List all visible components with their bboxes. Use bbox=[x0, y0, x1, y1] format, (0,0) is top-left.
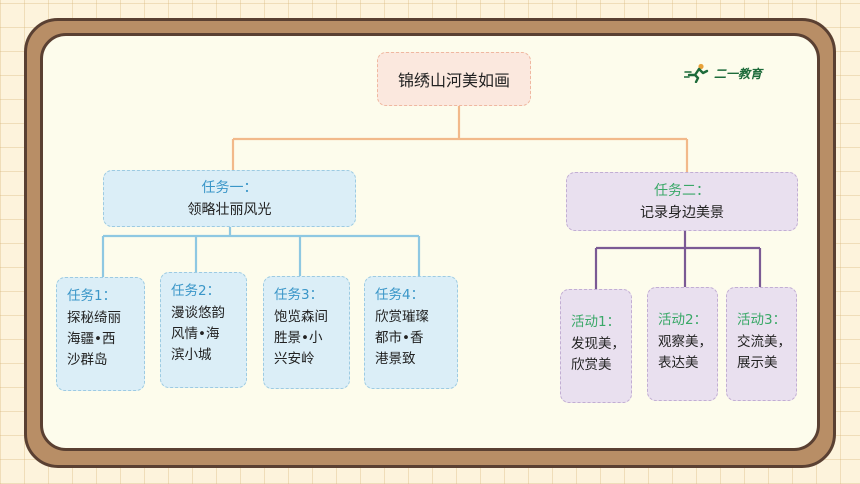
brand-name: 二一教育 bbox=[714, 66, 763, 81]
leaf-label: 活动3： bbox=[737, 312, 787, 328]
leaf-label: 任务3： bbox=[274, 287, 324, 303]
leaf-line: 沙群岛 bbox=[67, 352, 108, 368]
branch-node-task-two: 任务二： 记录身边美景 bbox=[566, 172, 798, 231]
branch-text: 领略壮丽风光 bbox=[187, 201, 272, 218]
connector-branch-a bbox=[101, 227, 421, 277]
leaf-line: 海疆•西 bbox=[67, 331, 116, 347]
leaf-line: 兴安岭 bbox=[274, 351, 315, 367]
connector-root bbox=[231, 106, 689, 172]
leaf-line: 港景致 bbox=[375, 351, 416, 367]
leaf-line: 表达美 bbox=[658, 355, 699, 371]
leaf-line: 探秘绮丽 bbox=[67, 310, 121, 326]
leaf-node-activity-2: 活动2： 观察美， 表达美 bbox=[647, 287, 718, 401]
leaf-line: 交流美， bbox=[737, 334, 791, 350]
branch-label: 任务一： bbox=[201, 179, 258, 196]
leaf-line: 展示美 bbox=[737, 355, 778, 371]
leaf-line: 发现美， bbox=[571, 336, 625, 352]
leaf-line: 欣赏璀璨 bbox=[375, 309, 429, 325]
root-title: 锦绣山河美如画 bbox=[397, 71, 510, 90]
leaf-node-activity-3: 活动3： 交流美， 展示美 bbox=[726, 287, 797, 401]
runner-icon bbox=[684, 63, 709, 83]
leaf-node-task-3: 任务3： 饱览森间 胜景•小 兴安岭 bbox=[263, 276, 350, 389]
leaf-label: 活动2： bbox=[658, 312, 708, 328]
leaf-node-activity-1: 活动1： 发现美， 欣赏美 bbox=[560, 289, 632, 403]
leaf-label: 任务1： bbox=[67, 288, 117, 304]
leaf-line: 滨小城 bbox=[171, 347, 212, 363]
leaf-label: 活动1： bbox=[571, 314, 621, 330]
leaf-node-task-4: 任务4： 欣赏璀璨 都市•香 港景致 bbox=[364, 276, 458, 389]
leaf-node-task-2: 任务2： 漫谈悠韵 风情•海 滨小城 bbox=[160, 272, 247, 388]
branch-node-task-one: 任务一： 领略壮丽风光 bbox=[103, 170, 356, 227]
connector-branch-b bbox=[594, 231, 762, 289]
leaf-line: 饱览森间 bbox=[274, 309, 328, 325]
leaf-line: 胜景•小 bbox=[274, 330, 323, 346]
leaf-node-task-1: 任务1： 探秘绮丽 海疆•西 沙群岛 bbox=[56, 277, 145, 391]
leaf-line: 观察美， bbox=[658, 334, 712, 350]
root-node: 锦绣山河美如画 bbox=[377, 52, 531, 106]
leaf-line: 都市•香 bbox=[375, 330, 424, 346]
leaf-line: 欣赏美 bbox=[571, 357, 612, 373]
branch-label: 任务二： bbox=[654, 182, 710, 199]
branch-text: 记录身边美景 bbox=[640, 204, 724, 221]
leaf-line: 漫谈悠韵 bbox=[171, 305, 225, 321]
leaf-label: 任务2： bbox=[171, 283, 221, 299]
leaf-label: 任务4： bbox=[375, 287, 425, 303]
brand-logo: 二一教育 bbox=[684, 62, 762, 84]
leaf-line: 风情•海 bbox=[171, 326, 220, 342]
